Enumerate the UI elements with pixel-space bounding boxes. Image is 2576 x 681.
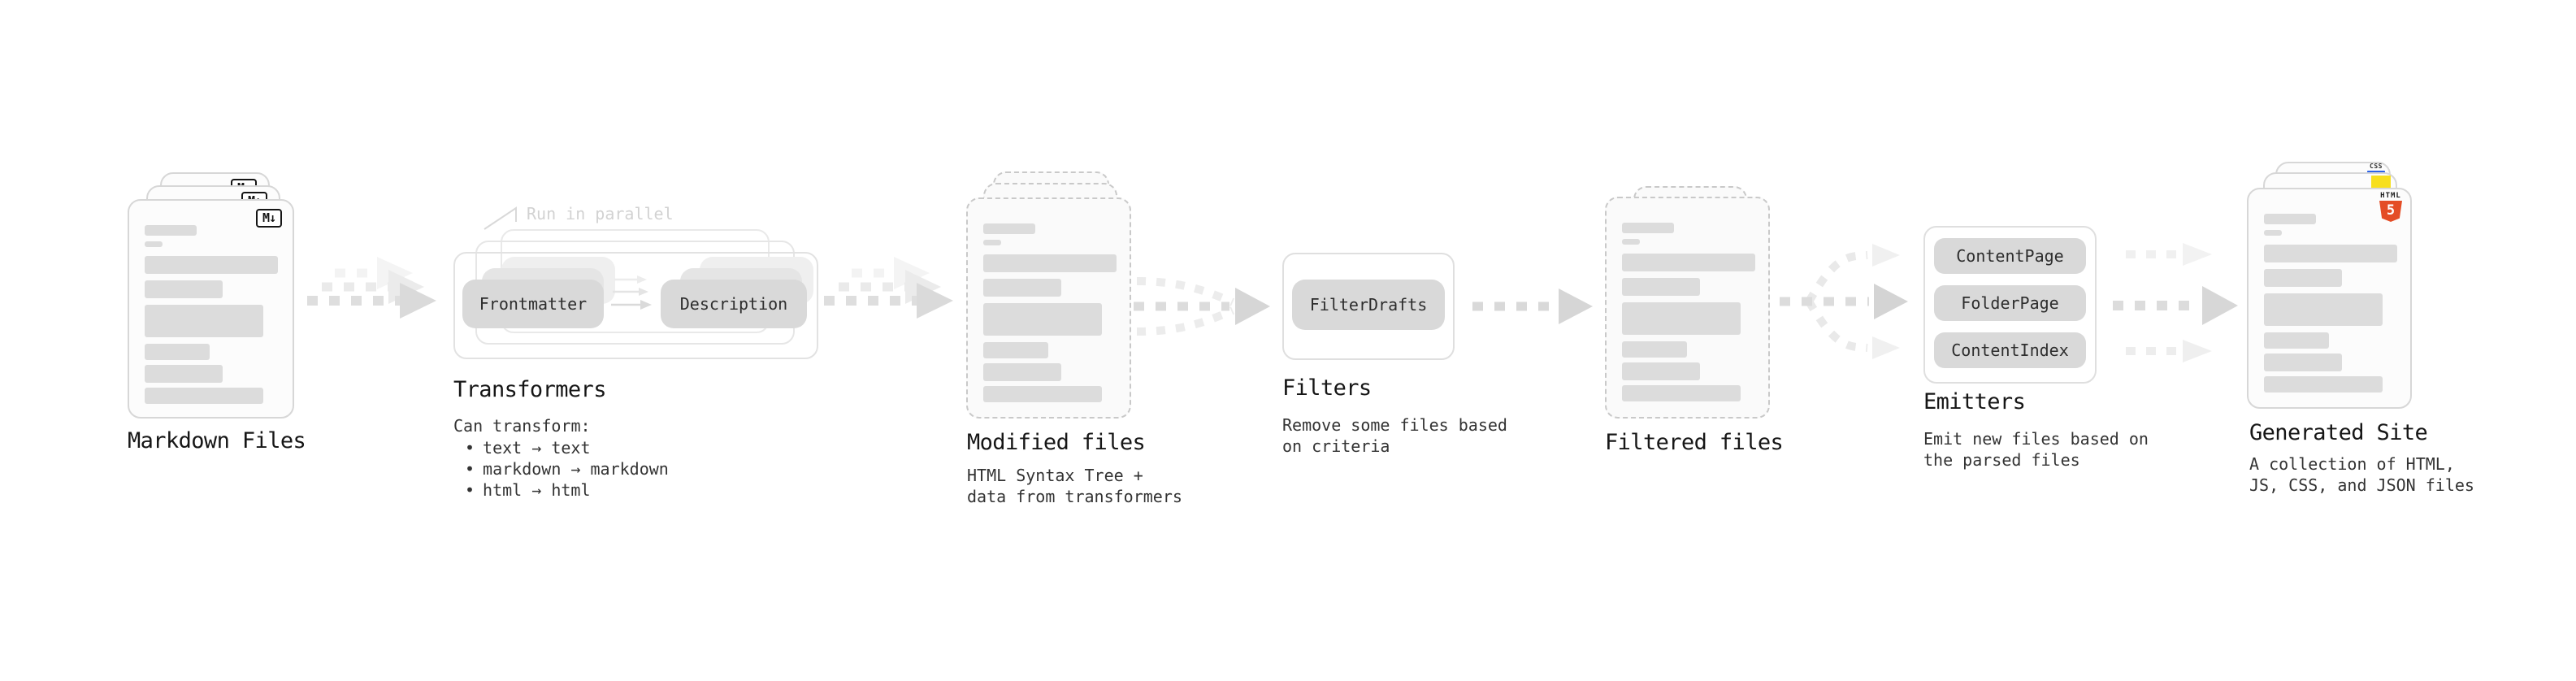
css-icon-underline — [2367, 171, 2385, 173]
bullet-dot: • — [465, 480, 475, 500]
text-placeholder-bar — [145, 344, 210, 360]
text-placeholder-bar — [983, 386, 1102, 402]
text-placeholder-bar — [983, 279, 1061, 297]
bullet-text: markdown → markdown — [483, 459, 669, 479]
text-placeholder-bar — [983, 254, 1117, 272]
modified-files-desc: HTML Syntax Tree + data from transformer… — [967, 466, 1182, 506]
file-content-placeholder — [968, 199, 1130, 417]
text-placeholder-bar — [2264, 214, 2316, 224]
text-placeholder-bar — [145, 365, 223, 383]
text-placeholder-bar — [1622, 223, 1674, 233]
generated-site-desc: A collection of HTML, JS, CSS, and JSON … — [2249, 454, 2474, 495]
transformer-pill-frontmatter: Frontmatter — [462, 280, 604, 328]
run-in-parallel-annotation: Run in parallel — [527, 204, 674, 223]
markdown-icon: M↓ — [256, 209, 283, 228]
filter-pill-filterdrafts: FilterDrafts — [1292, 280, 1445, 330]
text-placeholder-bar — [1622, 302, 1741, 335]
text-placeholder-bar — [2264, 230, 2282, 236]
html5-icon-shield: 5 — [2379, 201, 2402, 222]
text-placeholder-bar — [2264, 332, 2329, 349]
filters-desc: Remove some files based on criteria — [1282, 415, 1507, 456]
file-content-placeholder — [2249, 189, 2410, 407]
transformers-bullet: • text → text — [465, 437, 591, 458]
arrow-modified-to-filters — [1134, 277, 1270, 336]
transformer-pill-description: Description — [661, 280, 807, 328]
filtered-file-card-front — [1605, 197, 1770, 419]
text-placeholder-bar — [1622, 254, 1755, 271]
text-placeholder-bar — [1622, 385, 1741, 401]
text-placeholder-bar — [1622, 362, 1700, 380]
emitters-desc: Emit new files based on the parsed files — [1923, 429, 2149, 470]
text-placeholder-bar — [2264, 269, 2342, 287]
arrow-filtered-to-emitters — [1780, 244, 1908, 359]
stage-label-filtered-files: Filtered files — [1605, 430, 1784, 455]
stage-label-filters: Filters — [1282, 375, 1372, 401]
arrows-frontmatter-to-description — [611, 275, 652, 310]
text-placeholder-bar — [2264, 354, 2342, 371]
bullet-dot: • — [465, 459, 475, 479]
stage-label-transformers: Transformers — [453, 377, 606, 402]
emitter-pill-contentindex: ContentIndex — [1934, 332, 2086, 368]
transformers-bullet: • markdown → markdown — [465, 458, 669, 479]
generated-file-card-front — [2247, 188, 2412, 409]
bullet-text: html → html — [483, 480, 591, 500]
text-placeholder-bar — [145, 241, 163, 247]
stage-label-emitters: Emitters — [1923, 389, 2026, 414]
text-placeholder-bar — [2264, 293, 2383, 326]
file-content-placeholder — [1607, 198, 1768, 417]
annotation-leader-line — [484, 206, 517, 230]
bullet-text: text → text — [483, 438, 591, 458]
transformer-layer-box-front — [453, 252, 818, 359]
transformers-bullet: • html → html — [465, 479, 591, 501]
stage-label-markdown-files: Markdown Files — [128, 428, 306, 453]
arrow-markdown-to-transformers — [307, 257, 436, 319]
html5-icon-number: 5 — [2386, 202, 2396, 219]
emitter-pill-folderpage: FolderPage — [1934, 285, 2086, 321]
text-placeholder-bar — [145, 305, 263, 337]
text-placeholder-bar — [145, 256, 278, 274]
css-icon-label: CSS — [2370, 163, 2383, 170]
html5-icon-word: HTML — [2380, 192, 2401, 200]
text-placeholder-bar — [1622, 341, 1687, 358]
arrow-transformers-to-modified — [824, 257, 953, 319]
text-placeholder-bar — [2264, 245, 2397, 262]
text-placeholder-bar — [983, 303, 1102, 336]
text-placeholder-bar — [983, 363, 1061, 381]
file-content-placeholder — [129, 201, 293, 417]
emitter-pill-contentpage: ContentPage — [1934, 238, 2086, 274]
text-placeholder-bar — [983, 240, 1001, 245]
stage-label-modified-files: Modified files — [967, 430, 1146, 455]
markdown-file-card-front: M↓ — [128, 199, 294, 419]
text-placeholder-bar — [983, 342, 1048, 358]
transformers-desc-title: Can transform: — [453, 416, 591, 436]
text-placeholder-bar — [983, 223, 1035, 234]
text-placeholder-bar — [145, 280, 223, 298]
text-placeholder-bar — [145, 388, 263, 404]
arrow-filters-to-filtered — [1472, 288, 1593, 324]
text-placeholder-bar — [2264, 376, 2383, 393]
text-placeholder-bar — [1622, 239, 1640, 245]
modified-file-card-front — [966, 197, 1131, 419]
text-placeholder-bar — [145, 225, 197, 236]
js-icon — [2371, 176, 2391, 190]
arrow-emitters-to-generated — [2113, 243, 2238, 362]
css-icon: CSS — [2367, 163, 2385, 173]
text-placeholder-bar — [1622, 278, 1700, 296]
stage-label-generated-site: Generated Site — [2249, 420, 2428, 445]
bullet-dot: • — [465, 438, 475, 458]
html5-icon: HTML 5 — [2378, 192, 2404, 222]
